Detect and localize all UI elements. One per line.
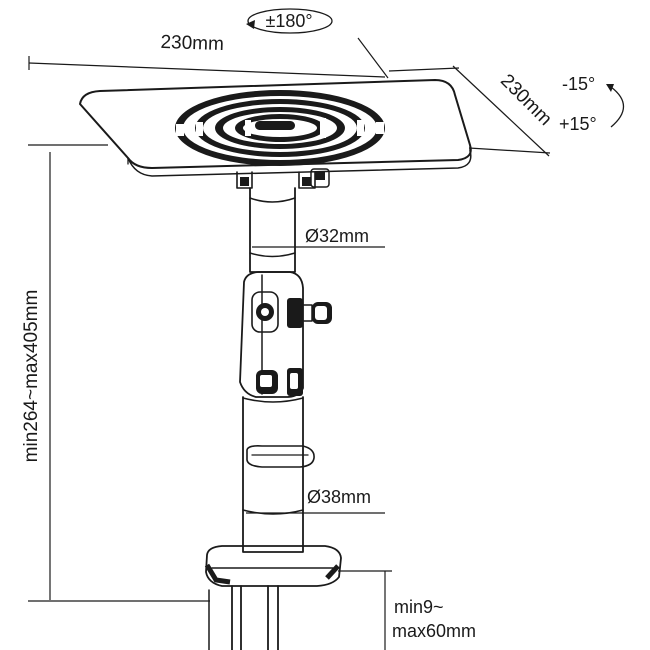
top-width-label: 230mm (160, 32, 224, 55)
plate-brackets (236, 168, 330, 189)
rotation-arrow-icon (246, 8, 333, 34)
height-range-label: min264~max405mm (21, 290, 42, 463)
lower-pole (242, 396, 315, 553)
upper-pole (249, 187, 296, 273)
rotation-label: ±180° (265, 11, 312, 31)
tilt-plus-label: +15° (559, 114, 597, 134)
clamp-range-label-line1: min9~ (394, 597, 444, 617)
height-clamp (239, 271, 332, 398)
upper-pole-diameter-label: Ø32mm (305, 226, 369, 246)
dimension-lines (28, 37, 551, 650)
top-depth-label: 230mm (496, 70, 556, 130)
tilt-arrow-icon (606, 84, 625, 128)
speaker-plate (79, 79, 472, 177)
clamp-range-label-line2: max60mm (392, 621, 476, 641)
tilt-minus-label: -15° (562, 74, 595, 94)
desk-clamp-base (204, 545, 342, 650)
plate-grooves (175, 90, 385, 166)
lower-pole-diameter-label: Ø38mm (307, 487, 371, 507)
